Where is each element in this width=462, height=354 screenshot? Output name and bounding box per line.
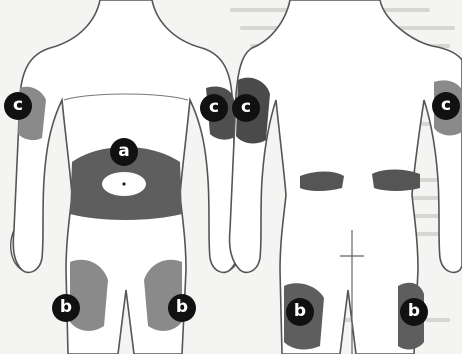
- navel-icon: [122, 182, 125, 185]
- back-left-flank-zone: [372, 170, 420, 192]
- marker-c-front-right-arm: c: [4, 92, 32, 120]
- back-body-outline: [229, 0, 462, 354]
- front-view-figure: [11, 0, 242, 354]
- marker-b-front-right-thigh: b: [52, 294, 80, 322]
- back-right-flank-zone: [300, 172, 344, 192]
- marker-b-back-left-thigh: b: [400, 298, 428, 326]
- marker-c-back-left-arm: c: [432, 92, 460, 120]
- marker-c-back-right-arm: c: [232, 94, 260, 122]
- front-right-thigh-zone-b: [70, 260, 108, 331]
- marker-c-front-left-arm: c: [200, 94, 228, 122]
- marker-a-abdomen: a: [110, 138, 138, 166]
- marker-b-front-left-thigh: b: [168, 294, 196, 322]
- back-view-figure: [229, 0, 462, 354]
- marker-b-back-right-thigh: b: [286, 298, 314, 326]
